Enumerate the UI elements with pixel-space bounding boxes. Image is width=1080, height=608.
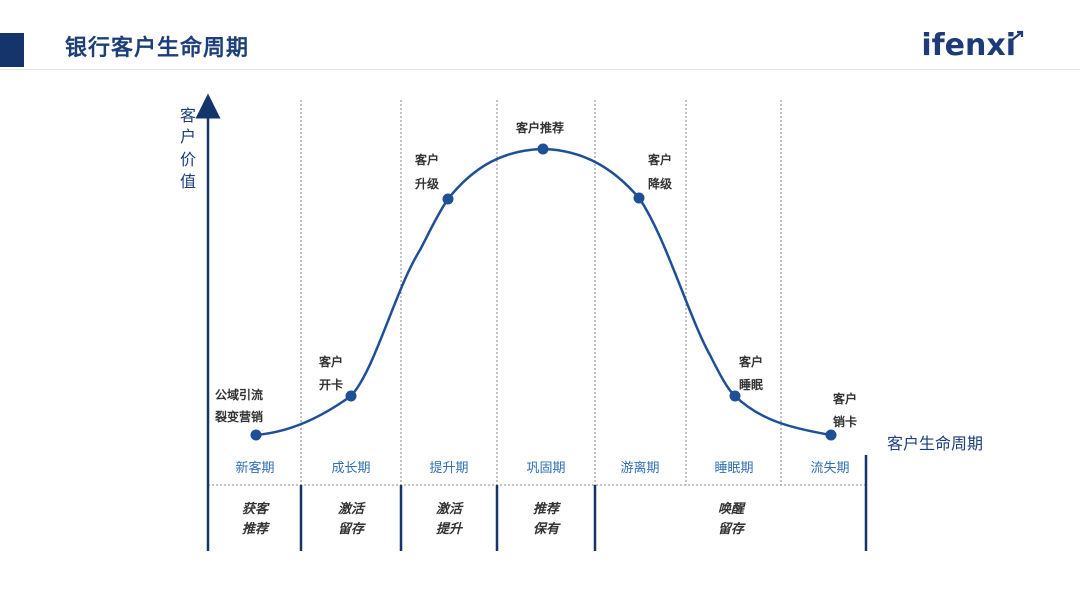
stage-label-7: 流失期 [810, 461, 849, 476]
y-axis-label-1: 客 [180, 106, 196, 125]
stage-label-4: 巩固期 [526, 461, 565, 476]
event-label-1b: 裂变营销 [214, 409, 263, 424]
strategy-labels: 获客 推荐 激活 留存 激活 提升 推荐 保有 唤醒 留存 [242, 501, 746, 537]
event-label-5b: 降级 [648, 176, 672, 191]
logo-text: ifenxi [921, 28, 1016, 63]
point-card-open [345, 390, 357, 402]
strategy-1b: 推荐 [242, 521, 271, 537]
point-churn [825, 429, 837, 441]
event-label-5a: 客户 [647, 152, 672, 167]
event-label-6a: 客户 [738, 354, 763, 369]
point-upgrade [442, 193, 454, 205]
strategy-4a: 推荐 [533, 501, 562, 517]
event-label-2b: 开卡 [319, 377, 343, 392]
event-labels: 公域引流 裂变营销 客户 开卡 客户 升级 客户推荐 客户 降级 客户 睡眠 客… [214, 120, 857, 429]
stage-label-1: 新客期 [235, 460, 274, 476]
strategy-3b: 提升 [436, 521, 464, 537]
event-label-7a: 客户 [832, 391, 857, 406]
stage-label-5: 游离期 [620, 460, 659, 476]
strategy-2a: 激活 [338, 501, 366, 517]
stage-labels: 新客期 成长期 提升期 巩固期 游离期 睡眠期 流失期 [235, 460, 849, 476]
title-accent-bar [0, 33, 24, 67]
event-label-7b: 销卡 [833, 414, 857, 429]
x-axis-label: 客户生命周期 [887, 434, 983, 453]
point-downgrade [633, 192, 645, 204]
point-referral [537, 143, 549, 155]
y-axis-label-4: 值 [180, 172, 196, 191]
lifecycle-curve [255, 147, 832, 437]
strategy-5b: 留存 [718, 521, 746, 537]
strategy-2b: 留存 [338, 521, 366, 537]
strategy-1a: 获客 [242, 501, 270, 517]
strategy-separators [299, 455, 868, 551]
event-label-4a: 客户推荐 [515, 120, 564, 135]
stage-label-6: 睡眠期 [714, 461, 753, 476]
curve-points [250, 143, 837, 441]
stage-label-3: 提升期 [429, 460, 468, 476]
strategy-3a: 激活 [436, 501, 464, 517]
header-divider [0, 69, 1080, 70]
event-label-6b: 睡眠 [739, 377, 763, 392]
strategy-4b: 保有 [533, 521, 561, 537]
event-label-1a: 公域引流 [215, 387, 263, 402]
ifenxi-logo: ifenxi [921, 28, 1024, 68]
event-label-3b: 升级 [415, 176, 439, 191]
page-title: 银行客户生命周期 [65, 36, 250, 61]
event-label-3a: 客户 [414, 152, 439, 167]
y-axis-label-2: 户 [180, 127, 196, 146]
point-new-customer [250, 429, 262, 441]
stage-label-2: 成长期 [331, 461, 370, 476]
event-label-2a: 客户 [318, 354, 343, 369]
y-axis-label-3: 价 [180, 150, 196, 169]
logo-spark-icon [1011, 30, 1024, 41]
stage-separators [208, 100, 866, 486]
point-dormant [729, 390, 741, 402]
strategy-5a: 唤醒 [718, 501, 746, 517]
